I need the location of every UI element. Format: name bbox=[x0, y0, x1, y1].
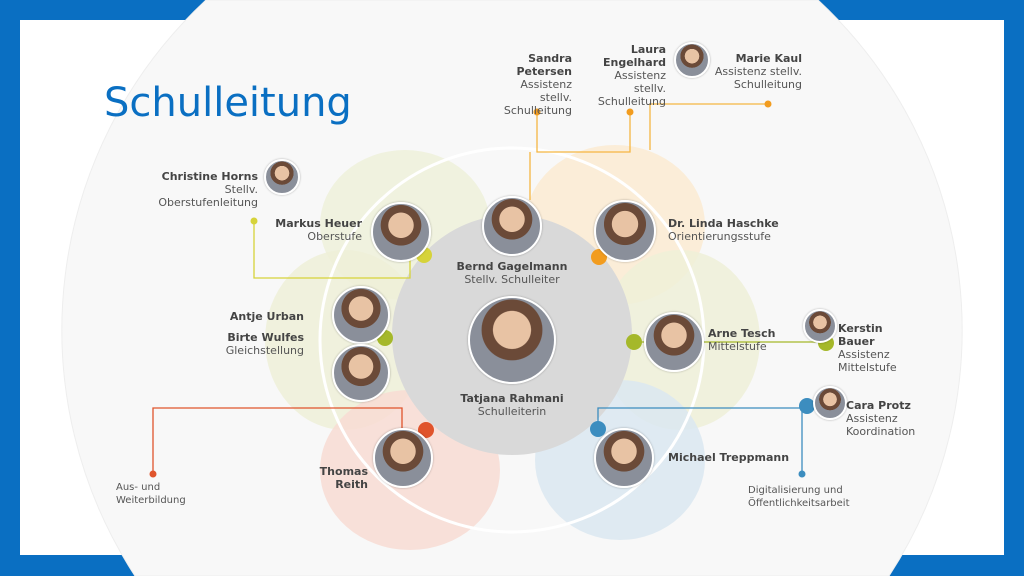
avatar-treppmann bbox=[594, 428, 654, 488]
person-reith: Thomas Reith bbox=[319, 465, 368, 491]
person-treppmann: Michael Treppmann bbox=[668, 451, 790, 464]
inner-ring bbox=[318, 146, 706, 534]
label-weiterbildung: Aus- und Weiterbildung bbox=[116, 482, 186, 506]
page-title: Schulleitung bbox=[104, 80, 352, 126]
connector-lines-orange bbox=[529, 103, 768, 200]
connector-line-digital bbox=[597, 407, 803, 474]
avatar-haschke bbox=[594, 200, 656, 262]
avatar-horns bbox=[264, 159, 300, 195]
avatar-engelhard bbox=[674, 42, 710, 78]
avatar-bauer bbox=[803, 309, 837, 343]
avatar-wulfes bbox=[332, 344, 390, 402]
avatar-gagelmann bbox=[482, 196, 542, 256]
avatar-protz bbox=[813, 386, 847, 420]
avatar-tesch bbox=[644, 312, 704, 372]
person-urban: Antje Urban bbox=[229, 310, 304, 323]
avatar-reith bbox=[373, 428, 433, 488]
label-digitalisierung: Digitalisierung und Öffentlichkeitsarbei… bbox=[748, 485, 850, 509]
avatar-rahmani bbox=[468, 296, 556, 384]
connector-line-horns bbox=[253, 221, 411, 279]
avatar-heuer bbox=[371, 202, 431, 262]
avatar-urban bbox=[332, 286, 390, 344]
connector-line-weiterbildung bbox=[152, 407, 403, 474]
